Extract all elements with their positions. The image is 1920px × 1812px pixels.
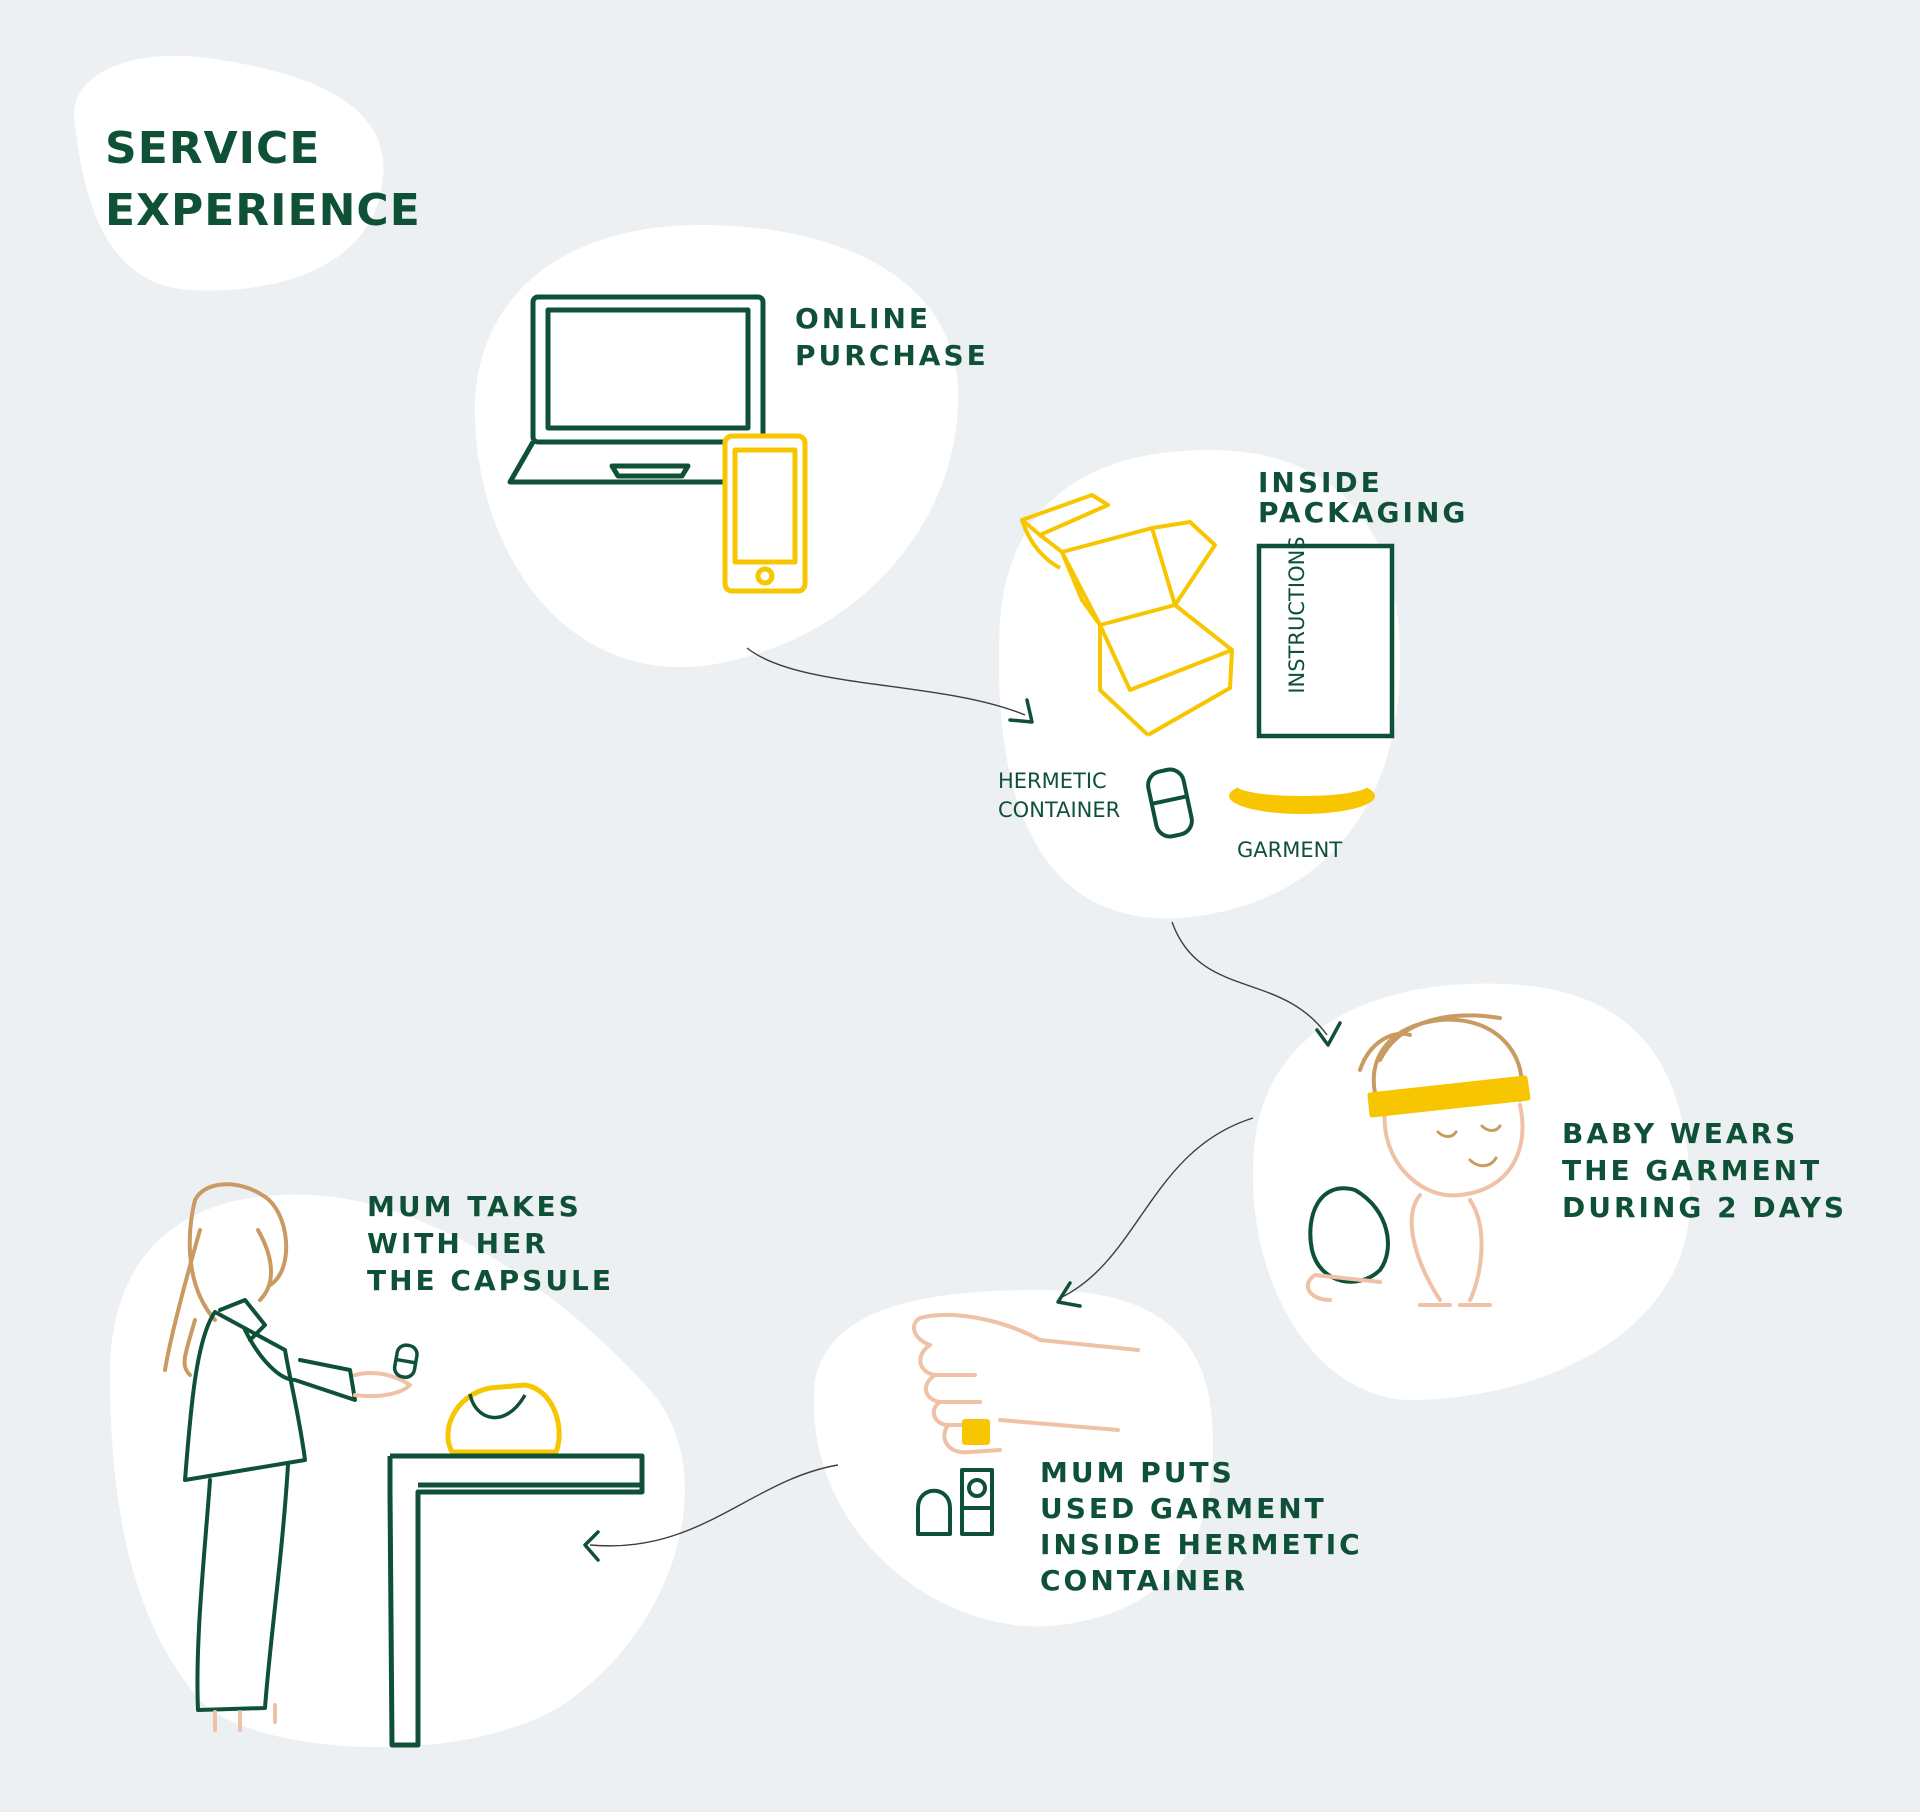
arrow-heads [583, 698, 1342, 1562]
container-label-line-1: HERMETIC [998, 769, 1107, 793]
title-bubble [74, 55, 384, 291]
hermetic-container-icon [1146, 767, 1194, 839]
step-2-line-2: PACKAGING [1258, 496, 1469, 529]
smartphone-icon [722, 433, 808, 594]
online-bubble [474, 225, 959, 668]
mum-figure-icon [163, 1182, 412, 1732]
mum-puts-bubble [813, 1290, 1213, 1627]
step-4-line-1: MUM PUTS [1040, 1456, 1235, 1489]
hand-icon [911, 1312, 1140, 1455]
hermetic-container-label: HERMETIC CONTAINER [998, 767, 1120, 825]
step-4-line-2: USED GARMENT [1040, 1492, 1327, 1525]
step-label-online-purchase: ONLINE PURCHASE [795, 300, 989, 374]
step-3-line-2: THE GARMENT [1562, 1154, 1823, 1187]
open-container-icon [916, 1468, 994, 1536]
page-title: SERVICE EXPERIENCE [105, 118, 421, 242]
step-3-line-3: DURING 2 DAYS [1562, 1191, 1848, 1224]
step-label-mum-takes: MUM TAKES WITH HER THE CAPSULE [367, 1188, 614, 1299]
capsule-drop-icon [962, 1419, 990, 1445]
step-label-inside-packaging: INSIDE PACKAGING [1258, 468, 1468, 528]
title-line-1: SERVICE [105, 123, 321, 174]
arrow-2 [1171, 921, 1328, 1036]
arrow-4 [589, 1464, 839, 1547]
step-3-line-1: BABY WEARS [1562, 1117, 1799, 1150]
step-5-line-1: MUM TAKES [367, 1190, 582, 1223]
step-5-line-2: WITH HER [367, 1227, 549, 1260]
flow-arrows [589, 647, 1328, 1547]
instructions-card-icon [1256, 543, 1395, 739]
step-label-mum-puts: MUM PUTS USED GARMENT INSIDE HERMETIC CO… [1040, 1455, 1363, 1599]
garment-band-icon [1229, 776, 1375, 814]
bag-icon [445, 1382, 562, 1455]
container-label-line-2: CONTAINER [998, 798, 1121, 822]
step-5-line-3: THE CAPSULE [367, 1264, 615, 1297]
capsule-in-hand-icon [392, 1343, 419, 1379]
instructions-label: INSTRUCTIONS [1285, 536, 1309, 694]
step-label-baby-wears: BABY WEARS THE GARMENT DURING 2 DAYS [1562, 1115, 1847, 1226]
step-4-line-4: CONTAINER [1040, 1564, 1248, 1597]
title-line-2: EXPERIENCE [105, 185, 421, 236]
step-4-line-3: INSIDE HERMETIC [1040, 1528, 1363, 1561]
arrow-1 [746, 647, 1026, 716]
step-2-line-1: INSIDE [1258, 466, 1383, 499]
garment-label: GARMENT [1237, 838, 1343, 862]
crawling-baby-icon [1305, 1013, 1531, 1307]
step-1-line-2: PURCHASE [795, 339, 989, 372]
box-icon [1020, 493, 1234, 737]
step-1-line-1: ONLINE [795, 302, 932, 335]
arrow-3 [1059, 1117, 1254, 1299]
table-icon [387, 1453, 645, 1748]
